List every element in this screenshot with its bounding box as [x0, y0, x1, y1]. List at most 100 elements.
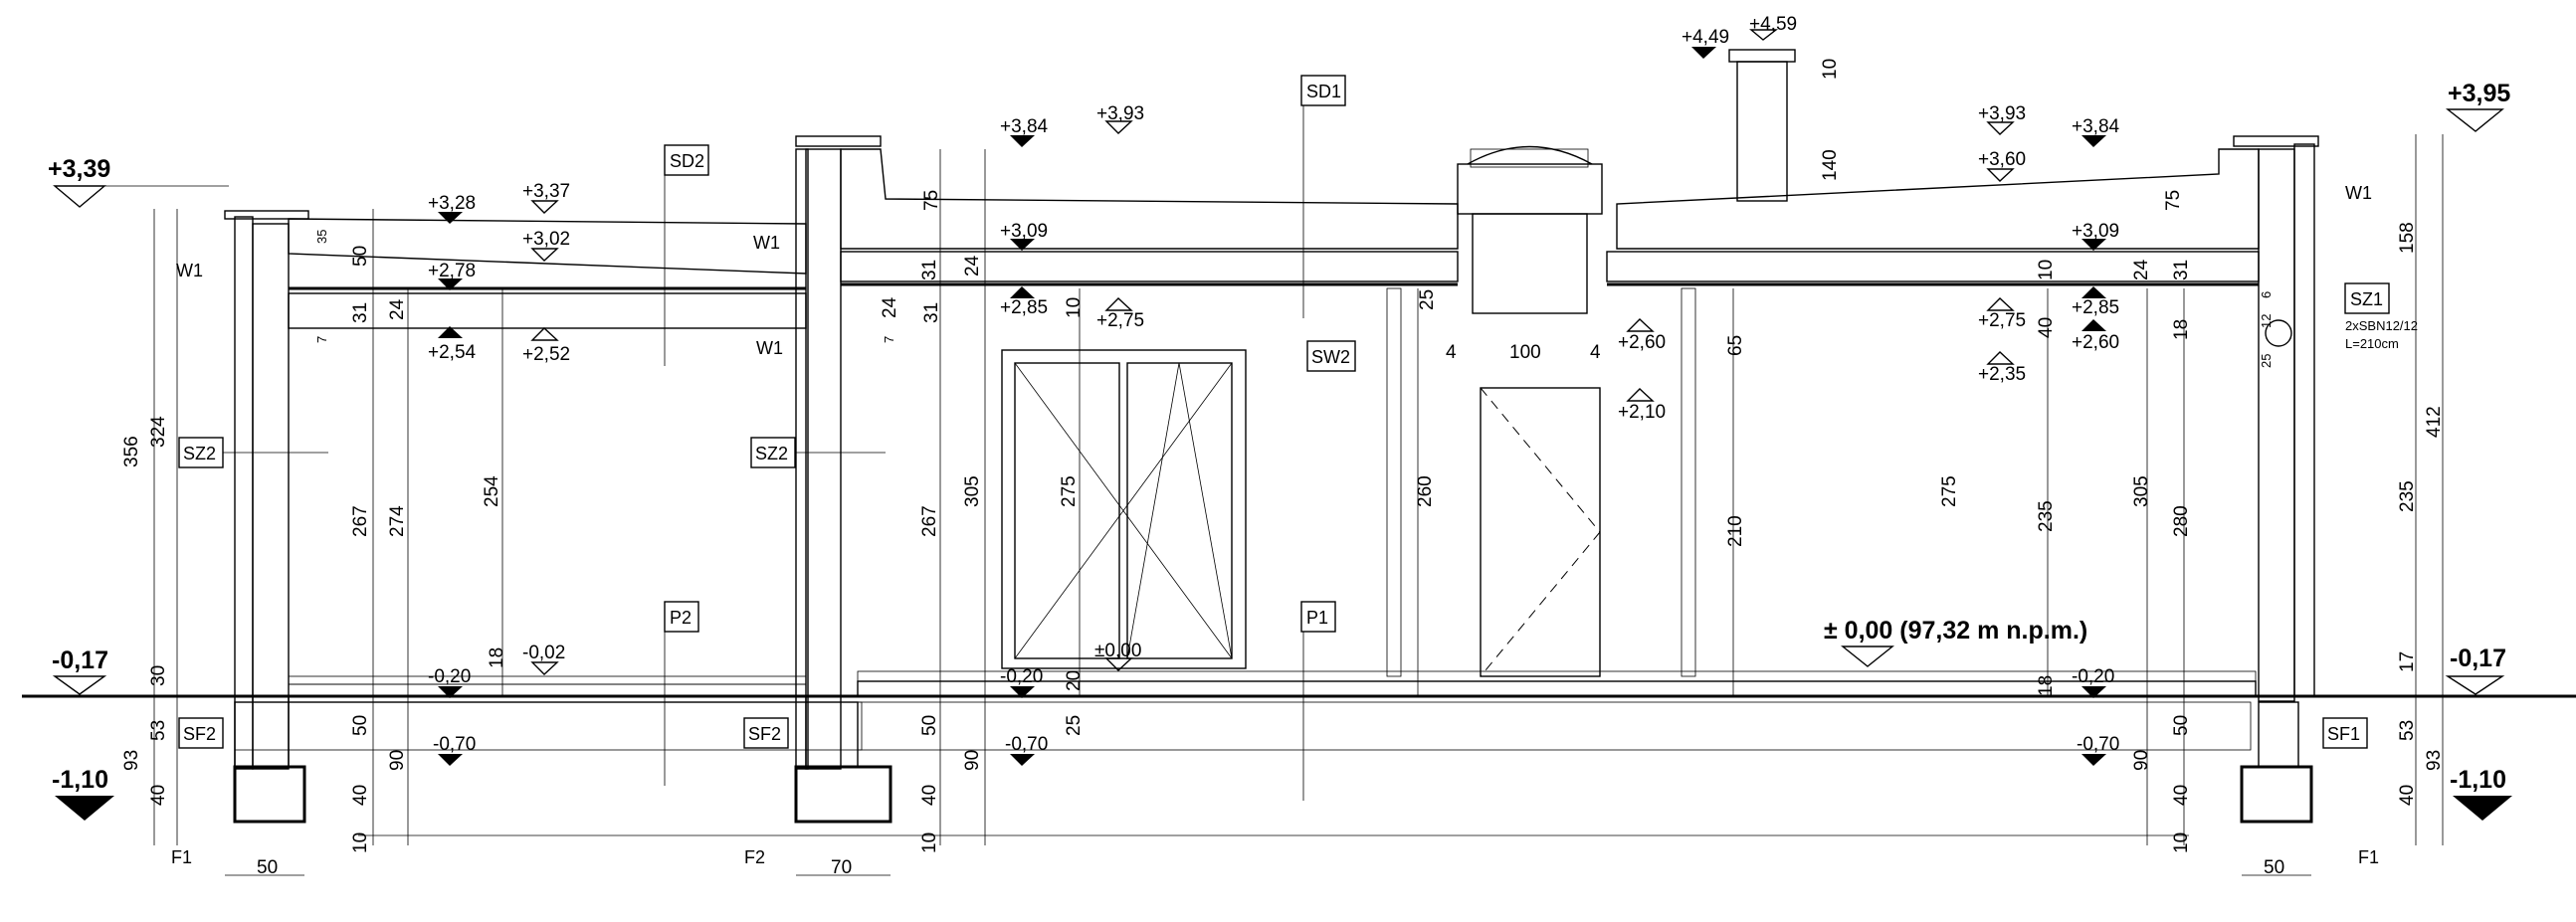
dim-53-left: 53 [148, 720, 169, 741]
lvl-8: +3,93 [1096, 103, 1144, 124]
tag-f1-right: F1 [2358, 847, 2379, 867]
dim-267-center: 267 [919, 505, 940, 537]
dim-70-f2: 70 [831, 857, 852, 878]
dimension-texts: 356 324 30 53 93 40 267 274 254 50 90 40… [121, 59, 2445, 878]
dim-40-center: 40 [919, 785, 940, 806]
dim-10-f: 10 [1064, 297, 1085, 318]
tag-f1-left: F1 [171, 847, 192, 867]
dim-24-c: 24 [2131, 259, 2152, 280]
dim-7-a: 7 [314, 336, 329, 343]
lvl-5: +2,54 [428, 342, 477, 363]
dim-280: 280 [2171, 505, 2192, 537]
dim-31-a: 31 [350, 302, 371, 323]
lvl-29: -0,70 [1005, 734, 1048, 755]
dim-235-right: 235 [2036, 500, 2057, 532]
dim-100: 100 [1509, 342, 1541, 363]
dim-40-left2: 40 [350, 785, 371, 806]
dim-235-far: 235 [2397, 480, 2418, 512]
dim-75-a: 75 [921, 190, 942, 211]
dim-50-left: 50 [350, 715, 371, 736]
dim-17: 17 [2397, 651, 2418, 672]
dim-40-far: 40 [2397, 785, 2418, 806]
dim-30: 30 [148, 665, 169, 686]
tag-sw2: SW2 [1311, 347, 1350, 367]
lvl-2: +3,37 [522, 181, 570, 202]
lvl-13: +4,59 [1749, 14, 1797, 35]
tag-w1-lower: W1 [756, 338, 783, 358]
elev-left-ground: -0,17 [52, 646, 108, 674]
dim-50-f1-right: 50 [2264, 857, 2284, 878]
lvl-16: +3,93 [1978, 103, 2026, 124]
dim-25-b: 25 [1417, 289, 1438, 310]
elev-left-top: +3,39 [48, 155, 110, 183]
lvl-14: +2,60 [1618, 332, 1666, 353]
dim-40-f: 40 [2036, 317, 2057, 338]
lvl-9: +3,09 [1000, 221, 1048, 242]
dim-10-left: 10 [350, 832, 371, 853]
dim-10-center: 10 [919, 832, 940, 853]
dim-275-right: 275 [1939, 475, 1960, 507]
dim-274: 274 [387, 505, 408, 537]
dim-65: 65 [1725, 335, 1746, 356]
dim-90-left: 90 [387, 750, 408, 771]
lvl-1: +3,28 [428, 193, 476, 214]
lvl-18: +3,60 [1978, 149, 2026, 170]
lvl-10: +2,85 [1000, 297, 1048, 318]
dim-10-chimney: 10 [1820, 59, 1841, 80]
tag-sz2-left: SZ2 [183, 444, 216, 463]
elev-left-found: -1,10 [52, 766, 108, 794]
dim-324: 324 [148, 416, 169, 448]
lvl-25: -0,02 [522, 643, 565, 663]
dim-50-center: 50 [919, 715, 940, 736]
dim-50-f1-left: 50 [257, 857, 278, 878]
elev-right-ground: -0,17 [2450, 645, 2506, 672]
dim-412: 412 [2424, 406, 2445, 438]
lvl-15: +2,10 [1618, 402, 1666, 423]
tag-sd1: SD1 [1306, 82, 1341, 101]
dimension-lines [153, 134, 2444, 876]
elev-zero: ± 0,00 (97,32 m n.p.m.) [1824, 617, 2087, 645]
center-section [795, 49, 2260, 751]
lvl-3: +3,02 [522, 229, 570, 250]
dim-35: 35 [314, 230, 329, 244]
tag-p1: P1 [1306, 608, 1328, 628]
lvl-4: +2,78 [428, 261, 476, 281]
lvl-31: -0,70 [2077, 734, 2119, 755]
layer-tags: SD1 SD2 SZ2 SZ2 SW2 SZ1 P1 P2 SF2 SF2 SF… [171, 75, 2418, 867]
dim-210: 210 [1725, 515, 1746, 547]
dim-50-roof: 50 [350, 246, 371, 267]
left-wing [224, 148, 892, 824]
tag-w1-left: W1 [176, 261, 203, 280]
tag-f2: F2 [744, 847, 765, 867]
dim-10-e: 10 [2036, 260, 2057, 280]
lvl-21: +2,75 [1978, 310, 2026, 331]
dim-50-right: 50 [2171, 715, 2192, 736]
dim-356: 356 [121, 436, 142, 467]
dim-18-a: 18 [487, 647, 507, 668]
dim-267-left: 267 [350, 505, 371, 537]
lvl-12: +4,49 [1682, 27, 1729, 48]
note-lintel: 2xSBN12/12 [2345, 318, 2418, 333]
dim-260: 260 [1415, 475, 1436, 507]
dim-93-right: 93 [2424, 750, 2445, 771]
dim-4-a: 4 [1446, 342, 1457, 363]
tag-sz2-center: SZ2 [755, 444, 788, 463]
lvl-17: +3,84 [2072, 116, 2120, 137]
dim-10-right: 10 [2171, 832, 2192, 853]
dim-24-a: 24 [387, 298, 408, 320]
right-wing [2233, 135, 2319, 824]
tag-sf1: SF1 [2327, 724, 2360, 744]
dim-24-d: 24 [880, 296, 900, 318]
dim-25-a: 25 [2259, 354, 2274, 368]
level-markers: +3,39 -0,17 -1,10 +3,95 -0,17 -1,10 ± 0,… [48, 14, 2512, 821]
dim-53-right: 53 [2397, 720, 2418, 741]
tag-w1-upper: W1 [753, 233, 780, 253]
dim-31-b: 31 [919, 260, 940, 280]
lvl-27: -0,20 [1000, 666, 1043, 687]
dim-20: 20 [1064, 670, 1085, 691]
lvl-26: -0,70 [433, 734, 476, 755]
dim-93-left: 93 [121, 750, 142, 771]
lvl-20: +2,85 [2072, 297, 2119, 318]
dim-18-b: 18 [2171, 319, 2192, 340]
dim-254: 254 [482, 475, 502, 507]
